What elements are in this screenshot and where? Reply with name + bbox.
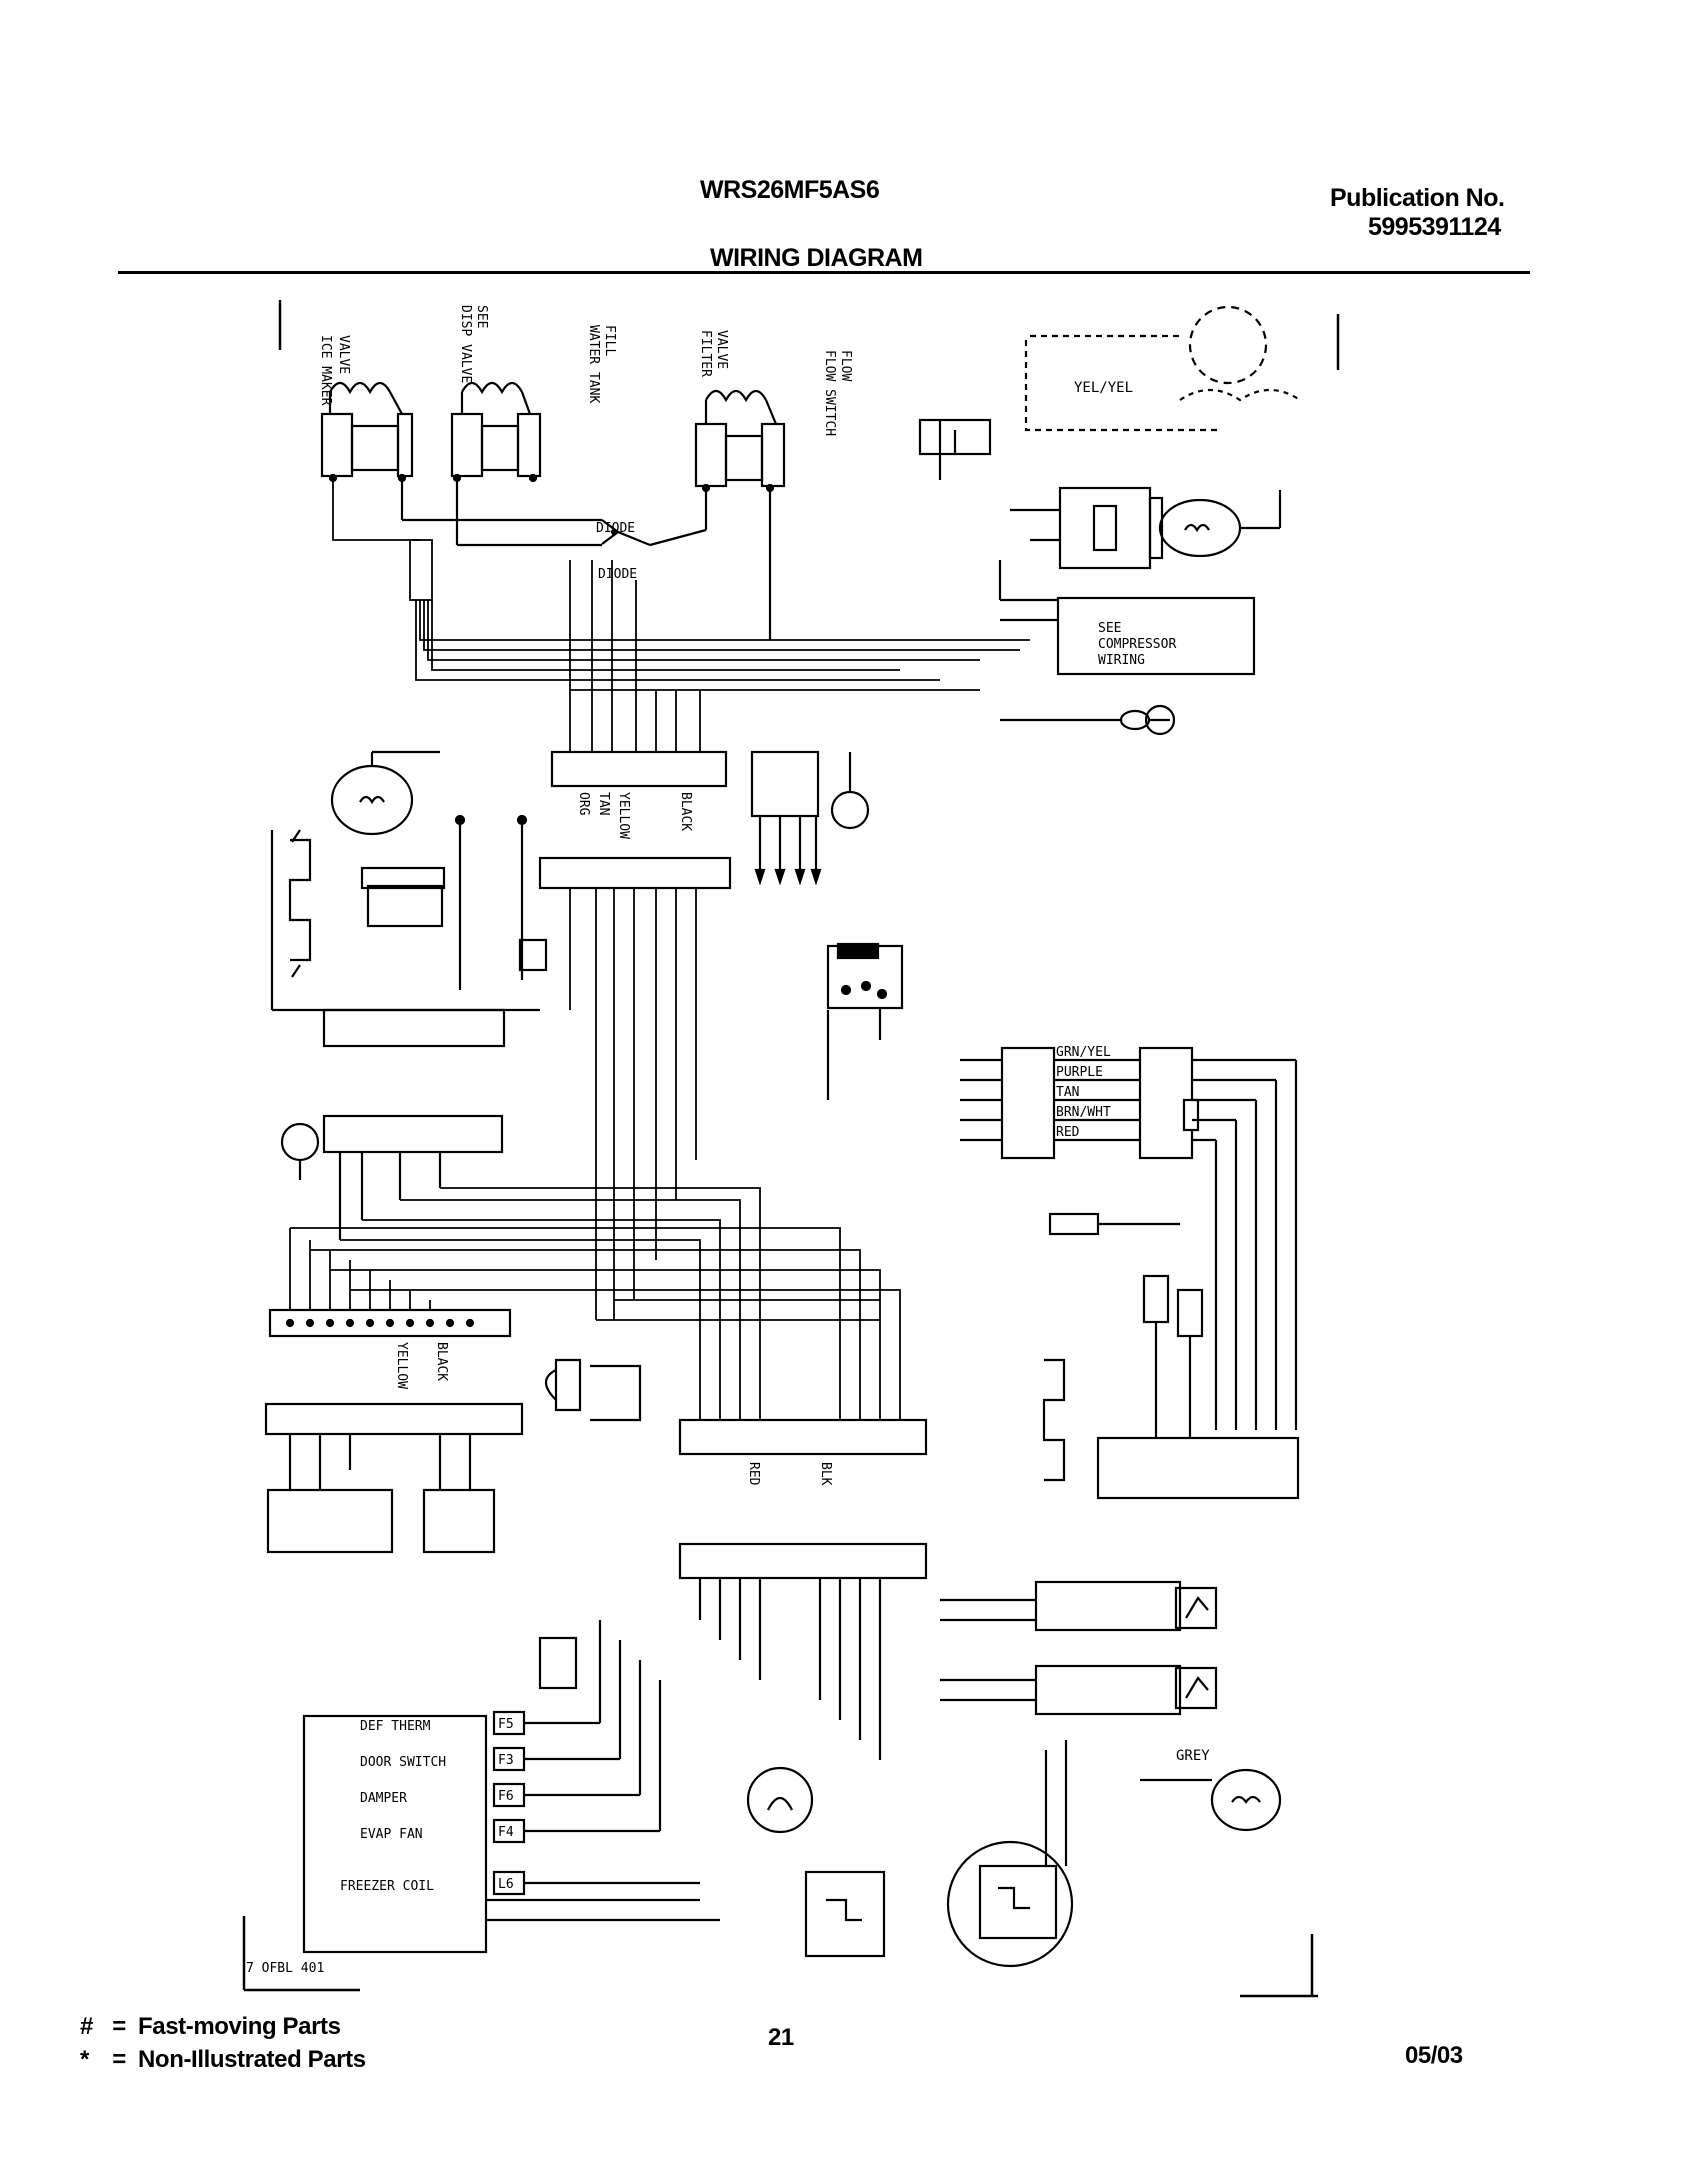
legend-symbol: *	[80, 2046, 89, 2073]
terminal-f4: F4	[498, 1825, 514, 1840]
diode-label-2: DIODE	[598, 567, 637, 582]
legend-label: Fast-moving Parts	[138, 2013, 341, 2040]
water-valve-module-1	[320, 381, 414, 483]
page-date: 05/03	[1405, 2042, 1463, 2069]
page-number: 21	[768, 2024, 794, 2051]
blk-label: BLK	[818, 1462, 833, 1486]
legend-equals: =	[112, 2046, 126, 2073]
board-part-label: 7 OFBL 401	[246, 1961, 324, 1976]
left-terminal-board-1	[268, 1308, 512, 1338]
svg-text:FLOW: FLOW	[838, 350, 853, 381]
right-strip-labels: GRN/YEL PURPLE TAN BRN/WHT RED	[1056, 1045, 1111, 1140]
svg-text:FLOW SWITCH: FLOW SWITCH	[822, 350, 837, 436]
lower-right-switches	[940, 1580, 1218, 1716]
svg-text:ICE MAKER: ICE MAKER	[318, 335, 333, 406]
wire-labels-rotated: ORG TAN YELLOW BLACK	[576, 792, 693, 839]
center-wire-trunk	[289, 888, 901, 1420]
main-connector-upper	[538, 750, 870, 890]
svg-text:WATER TANK: WATER TANK	[586, 325, 601, 403]
yel-yel-label: YEL/YEL	[1074, 380, 1133, 396]
ice-fan-symbol	[544, 1358, 642, 1422]
frame-brackets	[242, 300, 1340, 1998]
board-labels: DEF THERM DOOR SWITCH DAMPER EVAP FAN FR…	[246, 1717, 514, 1976]
grn-yel-label: GRN/YEL	[1056, 1045, 1111, 1060]
left-board-labels: YELLOW BLACK	[394, 1342, 449, 1389]
svg-text:FILL: FILL	[602, 325, 617, 356]
rocker-switch	[826, 942, 904, 1100]
legend-label: Non-Illustrated Parts	[138, 2046, 366, 2073]
black-label-2: BLACK	[434, 1342, 449, 1381]
red-label: RED	[746, 1462, 761, 1486]
svg-text:VALVE: VALVE	[336, 335, 351, 374]
wiring-label: WIRING	[1098, 653, 1145, 668]
diode-junction	[400, 478, 772, 640]
svg-text:DISP VALVE: DISP VALVE	[458, 305, 473, 383]
yellow-label: YELLOW	[616, 792, 631, 839]
purple-label: PURPLE	[1056, 1065, 1103, 1080]
right-terminal-strip	[960, 1046, 1298, 1430]
model-number: WRS26MF5AS6	[700, 176, 880, 204]
freezer-coil-label: FREEZER COIL	[340, 1879, 434, 1894]
red-label-2: RED	[1056, 1125, 1080, 1140]
brn-wht-label: BRN/WHT	[1056, 1105, 1111, 1120]
tan-label-2: TAN	[1056, 1085, 1079, 1100]
see-compressor-wiring-box	[998, 560, 1256, 676]
legend-non-illustrated: * = Non-Illustrated Parts	[80, 2046, 366, 2074]
evaporator-fan-assembly	[270, 750, 548, 1048]
publication-label: Publication No.	[1330, 184, 1505, 212]
terminal-l6: L6	[498, 1877, 514, 1892]
compressor-relay	[1010, 486, 1282, 570]
left-terminal-board-2	[264, 1402, 524, 1554]
org-label: ORG	[576, 792, 591, 816]
grey-label: GREY	[1176, 1748, 1210, 1764]
header-rule	[118, 271, 1530, 274]
svg-text:VALVE: VALVE	[714, 330, 729, 369]
diagram-title: WIRING DIAGRAM	[710, 244, 923, 272]
control-board	[302, 1620, 720, 1954]
def-therm-label: DEF THERM	[360, 1719, 431, 1734]
harness-bundle-top	[332, 478, 1030, 752]
lower-motors	[746, 1740, 1282, 1968]
evap-fan-label: EVAP FAN	[360, 1827, 423, 1842]
water-valve-module-3	[694, 389, 786, 493]
tan-label: TAN	[596, 792, 611, 815]
terminal-f3: F3	[498, 1753, 514, 1768]
terminal-f6: F6	[498, 1789, 514, 1804]
water-valve-module-2	[450, 381, 542, 483]
door-switch-label: DOOR SWITCH	[360, 1755, 446, 1770]
right-side-heaters	[1042, 1212, 1300, 1500]
compressor-label: COMPRESSOR	[1098, 637, 1176, 652]
legend-fast-moving: # = Fast-moving Parts	[80, 2013, 341, 2041]
legend-symbol: #	[80, 2013, 93, 2040]
rotated-top-labels: ICE MAKER VALVE DISP VALVE SEE WATER TAN…	[318, 305, 853, 436]
diode-label-1: DIODE	[596, 521, 635, 536]
center-wire-labels: RED BLK	[746, 1462, 833, 1486]
black-label: BLACK	[678, 792, 693, 831]
light-socket-left	[280, 1114, 504, 1240]
center-connector	[678, 1418, 928, 1760]
svg-text:SEE: SEE	[474, 305, 489, 328]
terminal-f5: F5	[498, 1717, 514, 1732]
svg-text:FILTER: FILTER	[698, 330, 713, 377]
yellow-label-2: YELLOW	[394, 1342, 409, 1389]
publication-number: 5995391124	[1368, 213, 1501, 241]
damper-label: DAMPER	[360, 1791, 407, 1806]
condenser-fan-area: YEL/YEL	[918, 305, 1301, 480]
compressor-lamp	[1000, 704, 1176, 736]
legend-equals: =	[112, 2013, 126, 2040]
see-label: SEE	[1098, 621, 1121, 636]
